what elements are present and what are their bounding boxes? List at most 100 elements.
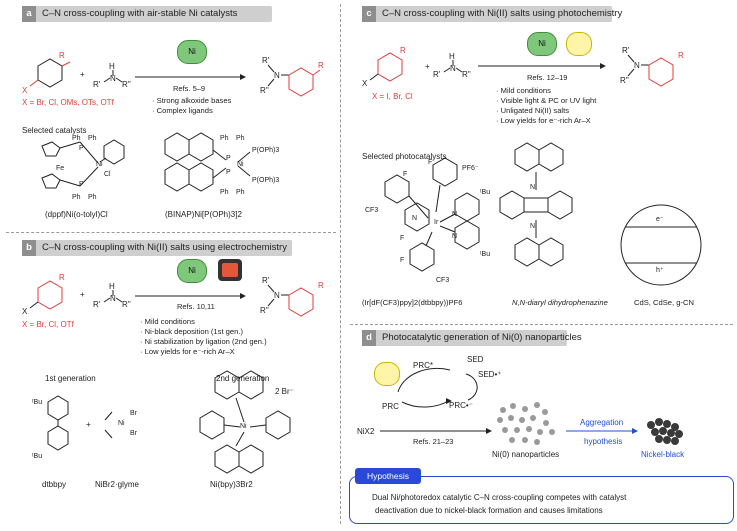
- ni-catalyst-pill-b: Ni: [177, 259, 207, 283]
- nickel-black-label: Nickel-black: [641, 450, 685, 459]
- panel-b-refs: Refs. 10,11: [177, 302, 215, 311]
- panel-c-amine-n: N: [450, 64, 456, 73]
- hypothesis-line-2: deactivation due to nickel-black formati…: [375, 506, 603, 515]
- tbu-bottom: ᵗBu: [32, 453, 43, 460]
- pc1-ir: Ir: [434, 219, 439, 226]
- glyme-ni: Ni: [118, 420, 125, 427]
- cat2-ph-1: Ph: [220, 135, 229, 142]
- pc1-tbu-2: ᵗBu: [480, 251, 491, 258]
- panel-b-title: C–N cross-coupling with Ni(II) salts usi…: [42, 242, 287, 253]
- panel-b-amine-r1: R': [93, 300, 101, 309]
- panel-b-bullet-3: · Ni stabilization by ligation (2nd gen.…: [140, 337, 267, 346]
- ligand2-name: NiBr2·glyme: [95, 480, 140, 489]
- pc1-f-3: F: [400, 235, 405, 242]
- panel-c-tag: c: [362, 6, 376, 22]
- cat2-ph-3: Ph: [220, 189, 229, 196]
- panel-a-plus: +: [80, 70, 85, 79]
- panel-d-refs: Refs. 21–23: [413, 437, 454, 446]
- cycle-prc-star: PRC*: [413, 361, 434, 370]
- panel-a-prod-r1: R': [262, 56, 270, 65]
- horizontal-divider-left: [6, 232, 336, 233]
- vertical-divider: [340, 4, 341, 524]
- panel-c-plus: +: [425, 62, 430, 71]
- panel-a-x-label: X: [22, 86, 28, 95]
- complex-name: Ni(bpy)3Br2: [210, 480, 253, 489]
- cycle-sed-radical: SED•⁺: [478, 370, 502, 379]
- panel-b-bullet-2: · Ni-black deposition (1st gen.): [140, 327, 243, 336]
- pc2-n-1: N: [530, 184, 536, 191]
- panel-c-title: C–N cross-coupling with Ni(II) salts usi…: [382, 8, 623, 19]
- panel-c-prod-r1: R': [622, 46, 630, 55]
- panel-c-r-label: R: [400, 46, 406, 55]
- cat1-fe: Fe: [56, 165, 65, 172]
- panel-c-amine-r2: R'': [462, 70, 471, 79]
- cat2-phosphite-1: P(OPh)3: [252, 147, 280, 154]
- panel-a-prod-n: N: [274, 71, 280, 80]
- panel-b-prod-r2: R'': [260, 306, 269, 315]
- band-hole: h⁺: [656, 267, 664, 274]
- panel-c-refs: Refs. 12–19: [527, 73, 568, 82]
- horizontal-divider-right: [350, 324, 733, 325]
- panel-a-title: C–N cross-coupling with air-stable Ni ca…: [42, 8, 238, 19]
- cat1-p-1: P: [79, 145, 84, 152]
- panel-a-prod-r: R: [318, 61, 324, 70]
- panel-c-substituents: X = I, Br, Cl: [372, 92, 413, 101]
- hypothesis-arrow-label: hypothesis: [584, 437, 623, 446]
- panel-c-header: c C–N cross-coupling with Ni(II) salts us…: [362, 6, 622, 22]
- band-electron: e⁻: [656, 216, 664, 223]
- panel-b-bullet-4: · Low yields for e⁻-rich Ar–X: [140, 347, 235, 356]
- cat2-ph-2: Ph: [236, 135, 245, 142]
- cat1-p-2: P: [79, 181, 84, 188]
- pc1-cf3-2: CF3: [436, 277, 450, 284]
- panel-a-section-label: Selected catalysts: [22, 126, 87, 135]
- cat1-ni: Ni: [96, 161, 103, 168]
- hypothesis-line-1: Dual Ni/photoredox catalytic C–N cross-c…: [372, 493, 627, 502]
- panel-b-x-label: X: [22, 307, 28, 316]
- cat1-cl: Cl: [104, 171, 111, 178]
- cat2-p-1: P: [226, 155, 231, 162]
- panel-b-amine-r2: R'': [122, 300, 131, 309]
- glyme-br-1: Br: [130, 410, 137, 417]
- plus-b-gen1: +: [86, 420, 91, 429]
- hypothesis-tag: Hypothesis: [355, 468, 421, 484]
- cat1-ph-1: Ph: [72, 135, 81, 142]
- cat1-ph-3: Ph: [72, 194, 81, 201]
- pc1-n-2: N: [452, 211, 458, 218]
- panel-b-bullet-1: · Mild conditions: [140, 317, 195, 326]
- panel-a-bullet-1: · Strong alkoxide bases: [152, 96, 232, 105]
- panel-c-bullet-1: · Mild conditions: [496, 86, 551, 95]
- panel-b-prod-r: R: [318, 281, 324, 290]
- panel-b-amine-n: N: [110, 294, 116, 303]
- counterion: 2 Br⁻: [275, 387, 294, 396]
- light-bulb-icon-d: [374, 362, 400, 386]
- panel-a-tag: a: [22, 6, 36, 22]
- pc3-name: CdS, CdSe, g-CN: [634, 298, 694, 307]
- tbu-top: ᵗBu: [32, 399, 43, 406]
- complex-ni: Ni: [240, 423, 247, 430]
- panel-a-bullet-2: · Complex ligands: [152, 106, 213, 115]
- panel-c-prod-r: R: [678, 51, 684, 60]
- pc1-f-4: F: [400, 257, 405, 264]
- nix2-label: NiX2: [357, 427, 375, 436]
- panel-d-title: Photocatalytic generation of Ni(0) nanop…: [382, 332, 582, 343]
- panel-b-prod-r1: R': [262, 276, 270, 285]
- ligand1-name: dtbbpy: [42, 480, 67, 489]
- ni-catalyst-pill-a: Ni: [177, 40, 207, 64]
- panel-b-substituents: X = Br, Cl, OTf: [22, 320, 74, 329]
- pc2-n-2: N: [530, 223, 536, 230]
- panel-c-x-label: X: [362, 79, 368, 88]
- panel-c-bullet-4: · Low yields for e⁻-rich Ar–X: [496, 116, 591, 125]
- cat2-ni: Ni: [237, 161, 244, 168]
- panel-b-amine-h: H: [109, 282, 115, 291]
- light-bulb-icon: [566, 32, 592, 56]
- panel-a-r-label: R: [59, 51, 65, 60]
- panel-a-substituents: X = Br, Cl, OMs, OTs, OTf: [22, 98, 114, 107]
- pc1-f-1: F: [403, 171, 408, 178]
- panel-c-prod-n: N: [634, 61, 640, 70]
